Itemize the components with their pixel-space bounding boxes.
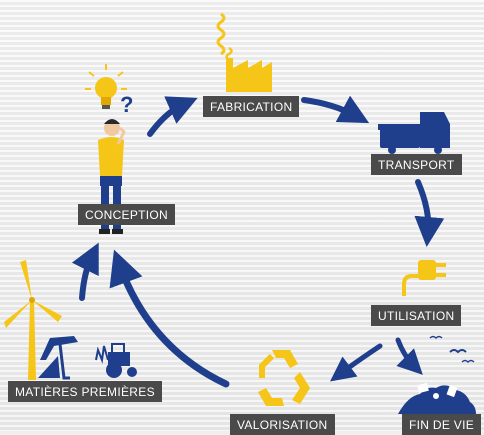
oil-pump-icon [38, 336, 78, 380]
plug-icon [402, 260, 446, 296]
label-transport: TRANSPORT [371, 154, 462, 175]
wind-turbine-icon [4, 260, 62, 380]
arrow-conception-fabrication [147, 96, 198, 137]
waste-pile-icon [398, 382, 476, 414]
lightbulb-icon [85, 64, 127, 109]
factory-icon [216, 12, 272, 92]
label-fin-de-vie: FIN DE VIE [402, 414, 482, 435]
arrow-utilisation-findevie [395, 337, 423, 375]
birds-icon [429, 335, 475, 364]
question-mark: ? [120, 92, 133, 117]
arrow-matieres-conception [71, 242, 99, 301]
arrow-valorisation-conception [109, 249, 230, 388]
label-conception: CONCEPTION [78, 204, 176, 225]
label-fabrication: FABRICATION [203, 96, 300, 117]
recycle-icon [258, 350, 310, 406]
arrow-fabrication-transport [301, 95, 370, 124]
label-valorisation: VALORISATION [230, 414, 335, 435]
label-utilisation: UTILISATION [371, 305, 462, 326]
lifecycle-arrows [71, 95, 445, 388]
arrow-transport-utilisation [414, 179, 445, 247]
label-matieres-premieres: MATIÈRES PREMIÈRES [8, 381, 162, 402]
tractor-icon [95, 343, 137, 378]
arrow-utilisation-valorisation [329, 343, 383, 382]
truck-icon [378, 112, 450, 154]
